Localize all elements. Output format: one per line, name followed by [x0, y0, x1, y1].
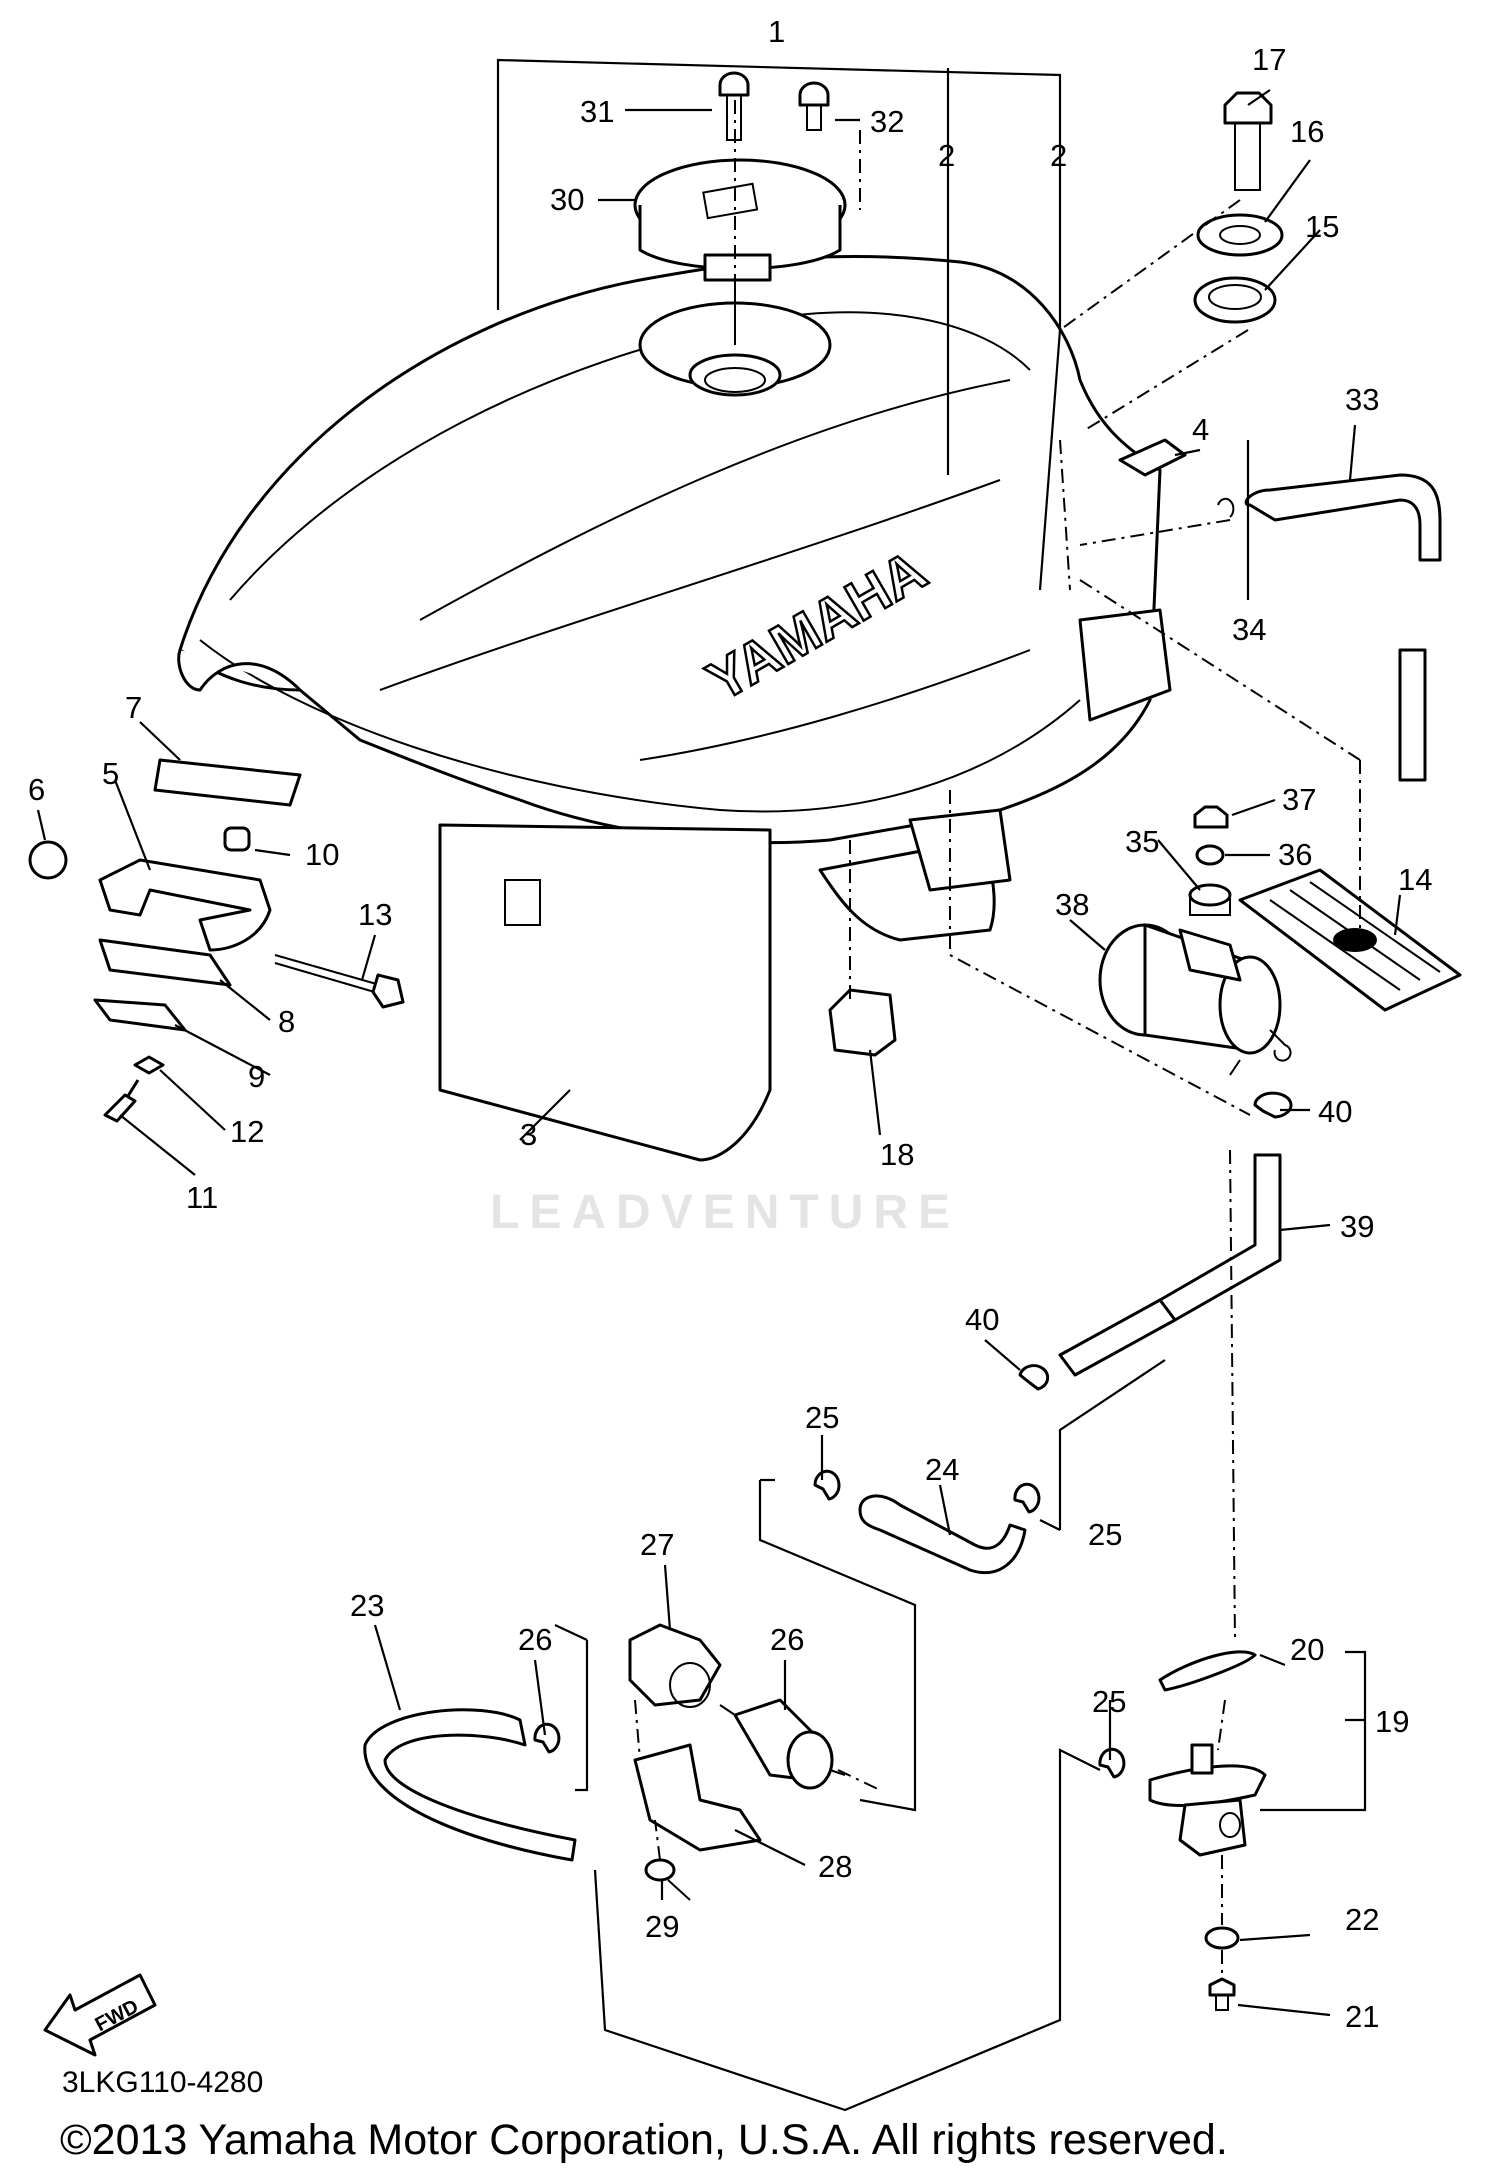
- callout-7: 7: [125, 690, 142, 725]
- breather-hose-33: [1244, 473, 1442, 782]
- fuel-cap: [633, 158, 847, 340]
- callout-17: 17: [1252, 42, 1286, 77]
- fuel-filter-26: [719, 1698, 846, 1790]
- callout-18: 18: [880, 1137, 914, 1172]
- nut-37: [1193, 805, 1229, 829]
- bolt-31: [718, 71, 750, 141]
- washer-22: [1204, 1926, 1240, 1950]
- callout-36: 36: [1278, 837, 1312, 872]
- callout-39: 39: [1340, 1209, 1374, 1244]
- callout-15: 15: [1305, 209, 1339, 244]
- callout-29: 29: [645, 1909, 679, 1944]
- clip-25-a: [813, 1469, 841, 1501]
- plate-7: [153, 758, 302, 807]
- callout-22: 22: [1345, 1902, 1379, 1937]
- clip-25-c: [1098, 1747, 1126, 1779]
- callout-2: 2: [1050, 138, 1067, 173]
- centerlines: [634, 100, 1361, 1980]
- damper-27: [628, 1623, 722, 1708]
- grommet-36: [1195, 844, 1225, 866]
- leader-lines: [36, 58, 1402, 2112]
- nut-6: [28, 840, 68, 880]
- clip-40-lower: [1018, 1364, 1050, 1391]
- fuel-hose-24: [858, 1494, 1027, 1575]
- callouts: 1 2 2 3 4 5 6 7 8 9 10 11 12 13 14 15 16…: [28, 14, 1432, 2034]
- callout-28: 28: [818, 1849, 852, 1884]
- callout-24: 24: [925, 1452, 959, 1487]
- callout-37: 37: [1282, 782, 1316, 817]
- callout-16: 16: [1290, 114, 1324, 149]
- damper-18: [828, 988, 897, 1057]
- callout-25: 25: [805, 1400, 839, 1435]
- bolt-13: [274, 954, 405, 1009]
- pad-14: [1238, 868, 1462, 1012]
- callout-9: 9: [248, 1059, 265, 1094]
- bracket-5: [98, 858, 272, 952]
- fwd-arrow-icon: FWD: [43, 1973, 157, 2057]
- callout-19: 19: [1375, 1704, 1409, 1739]
- plate-4: [1118, 438, 1187, 477]
- bracket-28: [633, 1743, 762, 1852]
- callout-5: 5: [102, 756, 119, 791]
- copyright-notice: ©2013 Yamaha Motor Corporation, U.S.A. A…: [60, 2116, 1228, 2164]
- callout-40: 40: [965, 1302, 999, 1337]
- clip-25-d: [533, 1722, 561, 1754]
- callout-33: 33: [1345, 382, 1379, 417]
- fuel-hose-23: [363, 1708, 577, 1862]
- callout-21: 21: [1345, 1999, 1379, 2034]
- collar-10: [223, 826, 251, 852]
- bolt-32: [798, 81, 830, 131]
- gasket-20: [1158, 1650, 1257, 1692]
- callout-25: 25: [1092, 1684, 1126, 1719]
- callout-12: 12: [230, 1114, 264, 1149]
- screw-21: [1208, 1977, 1236, 2011]
- callout-11: 11: [186, 1180, 218, 1215]
- grommet-15: [1193, 276, 1277, 324]
- callout-2: 2: [938, 138, 955, 173]
- callout-38: 38: [1055, 887, 1089, 922]
- watermark: LEADVENTURE: [490, 1186, 961, 1239]
- callout-20: 20: [1290, 1632, 1324, 1667]
- plate-9: [93, 998, 187, 1032]
- callout-34: 34: [1232, 612, 1266, 647]
- callout-8: 8: [278, 1004, 295, 1039]
- clip-34: [1217, 497, 1235, 518]
- callout-3: 3: [520, 1117, 537, 1152]
- callout-6: 6: [28, 772, 45, 807]
- plate-8: [98, 938, 232, 987]
- damper-16: [1196, 213, 1284, 257]
- callout-4: 4: [1192, 412, 1209, 447]
- callout-35: 35: [1125, 824, 1159, 859]
- callout-14: 14: [1398, 862, 1432, 897]
- fuel-cock-19: [1148, 1743, 1267, 1857]
- clip-40-upper: [1253, 1091, 1293, 1119]
- callout-26: 26: [770, 1622, 804, 1657]
- bolt-17: [1223, 91, 1273, 191]
- callout-40: 40: [1318, 1094, 1352, 1129]
- collar-35: [1188, 883, 1232, 916]
- fuel-hose-39: [1058, 1153, 1282, 1377]
- callout-13: 13: [358, 897, 392, 932]
- side-panel-3: [438, 823, 772, 1162]
- callout-25: 25: [1088, 1517, 1122, 1552]
- nut-12: [133, 1055, 165, 1075]
- callout-30: 30: [550, 182, 584, 217]
- callout-10: 10: [305, 837, 339, 872]
- screw-11: [103, 1079, 140, 1123]
- callout-1: 1: [768, 14, 785, 49]
- callout-31: 31: [580, 94, 614, 129]
- diagram-code: 3LKG110-4280: [62, 2066, 264, 2099]
- bolt-29: [644, 1858, 691, 1901]
- callout-27: 27: [640, 1527, 674, 1562]
- callout-26: 26: [518, 1622, 552, 1657]
- callout-32: 32: [870, 104, 904, 139]
- clip-25-b: [1013, 1482, 1041, 1514]
- callout-23: 23: [350, 1588, 384, 1623]
- fuel-pump-38: [1098, 923, 1292, 1076]
